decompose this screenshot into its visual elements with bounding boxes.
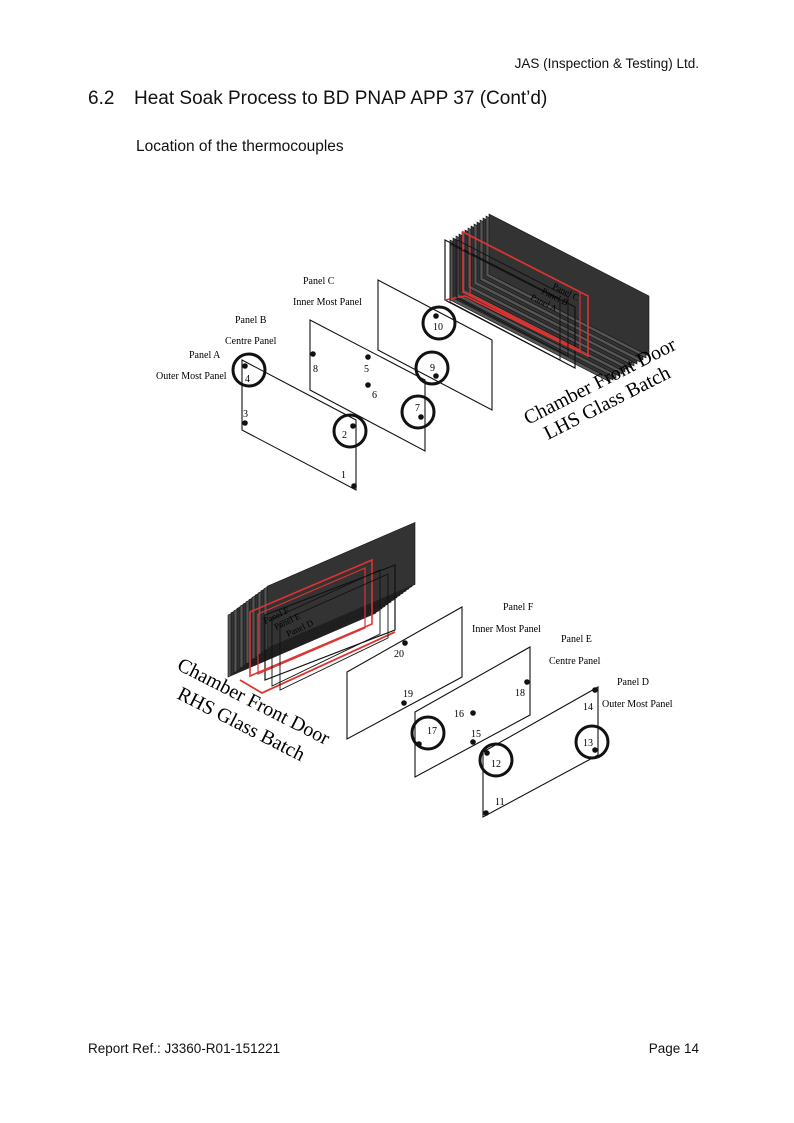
bottom-chamber-panel-d — [279, 573, 389, 691]
panel-f-desc: Inner Most Panel — [472, 624, 541, 635]
thermocouple-dot — [365, 354, 371, 360]
thermocouple-number: 12 — [491, 759, 501, 770]
thermocouple-dot — [350, 423, 356, 429]
page-number: Page 14 — [648, 1041, 699, 1056]
panel-a-label: Panel A — [189, 350, 221, 361]
thermocouple-dot — [433, 373, 439, 379]
panel-a-desc: Outer Most Panel — [156, 371, 227, 382]
thermocouple-number: 14 — [583, 702, 593, 713]
thermocouple-number: 10 — [433, 322, 443, 333]
thermocouple-dot — [592, 687, 598, 693]
bottom-panel-labels: Panel F Inner Most Panel Panel E Centre … — [472, 602, 673, 710]
thermocouple-number: 16 — [454, 709, 464, 720]
top-chamber-red-frame-inner — [469, 235, 581, 351]
thermocouple-dot — [416, 741, 422, 747]
panel-f-label: Panel F — [503, 602, 534, 613]
thermocouple-number: 5 — [364, 364, 369, 375]
bottom-panel-d — [482, 686, 599, 818]
bottom-chamber-panel-e — [271, 569, 381, 687]
thermocouple-dot — [402, 640, 408, 646]
thermocouple-dot — [310, 351, 316, 357]
panel-c-label: Panel C — [303, 276, 335, 287]
top-chamber-frame — [444, 239, 576, 369]
thermocouple-number: 4 — [245, 374, 250, 385]
top-panel-labels: Panel C Inner Most Panel Panel B Centre … — [156, 276, 362, 382]
bottom-chamber-red-frame-inner — [257, 567, 366, 675]
subheading: Location of the thermocouples — [136, 138, 344, 155]
top-panel-a — [241, 359, 357, 491]
thermocouple-ring — [574, 724, 610, 760]
thermocouple-ring — [400, 394, 436, 430]
report-reference: Report Ref.: J3360-R01-151221 — [88, 1041, 281, 1056]
glass-sheet — [488, 213, 650, 357]
thermocouple-dot — [242, 420, 248, 426]
thermocouple-dot — [242, 363, 248, 369]
thermocouple-number: 18 — [515, 688, 525, 699]
panel-c-desc: Inner Most Panel — [293, 297, 362, 308]
thermocouple-ring — [478, 742, 514, 778]
panel-b-label: Panel B — [235, 315, 267, 326]
thermocouple-dot — [592, 747, 598, 753]
bottom-chamber-frame — [264, 564, 396, 681]
thermocouple-dot — [484, 750, 490, 756]
thermocouple-number: 3 — [243, 409, 248, 420]
bottom-thermocouples: 11 12 13 14 15 16 17 18 19 20 — [394, 640, 610, 816]
thermocouple-dot — [433, 313, 439, 319]
top-chamber-base — [444, 295, 581, 353]
thermocouple-dot — [351, 483, 357, 489]
thermocouple-ring — [231, 352, 267, 388]
thermocouple-dot — [470, 739, 476, 745]
top-thermocouples: 1 2 3 4 5 6 7 8 9 10 — [231, 305, 457, 489]
thermocouple-ring — [410, 715, 446, 751]
section-title: Heat Soak Process to BD PNAP APP 37 (Con… — [134, 88, 548, 109]
top-chamber-stack — [449, 213, 650, 383]
thermocouple-ring — [421, 305, 457, 341]
panel-b-desc: Centre Panel — [225, 336, 277, 347]
bottom-chamber-red-frame — [249, 558, 373, 678]
top-chamber-panel-a — [449, 243, 561, 361]
top-chamber: Panel C Panel B Panel A Chamber Front Do… — [444, 213, 680, 444]
bottom-chamber-base — [239, 631, 396, 695]
thermocouple-dot — [401, 700, 407, 706]
panel-d-desc: Outer Most Panel — [602, 699, 673, 710]
thermocouple-ring — [332, 413, 368, 449]
thermocouple-dot — [365, 382, 371, 388]
thermocouple-number: 17 — [427, 726, 437, 737]
thermocouple-dot — [483, 810, 489, 816]
thermocouple-dot — [470, 710, 476, 716]
top-chamber-panel-b — [456, 239, 569, 357]
thermocouple-number: 11 — [495, 797, 505, 808]
thermocouple-dot — [418, 414, 424, 420]
thermocouple-dot — [524, 679, 530, 685]
thermocouple-number: 2 — [342, 430, 347, 441]
panel-e-label: Panel E — [561, 634, 592, 645]
thermocouple-number: 8 — [313, 364, 318, 375]
thermocouple-number: 19 — [403, 689, 413, 700]
thermocouple-number: 6 — [372, 390, 377, 401]
bottom-panel-f — [346, 606, 463, 740]
panel-d-label: Panel D — [617, 677, 649, 688]
section-number: 6.2 — [88, 88, 115, 109]
thermocouple-number: 13 — [583, 738, 593, 749]
thermocouple-ring — [414, 350, 450, 386]
thermocouple-number: 20 — [394, 649, 404, 660]
thermocouple-number: 1 — [341, 470, 346, 481]
panel-e-desc: Centre Panel — [549, 656, 601, 667]
thermocouple-number: 7 — [415, 403, 420, 414]
bottom-chamber: Panel F Panel E Panel D Chamber Front Do… — [174, 521, 416, 766]
thermocouple-number: 9 — [430, 363, 435, 374]
section-heading: 6.2 Heat Soak Process to BD PNAP APP 37 (… — [88, 88, 547, 110]
thermocouple-number: 15 — [471, 729, 481, 740]
company-name: JAS (Inspection & Testing) Ltd. — [514, 56, 699, 71]
